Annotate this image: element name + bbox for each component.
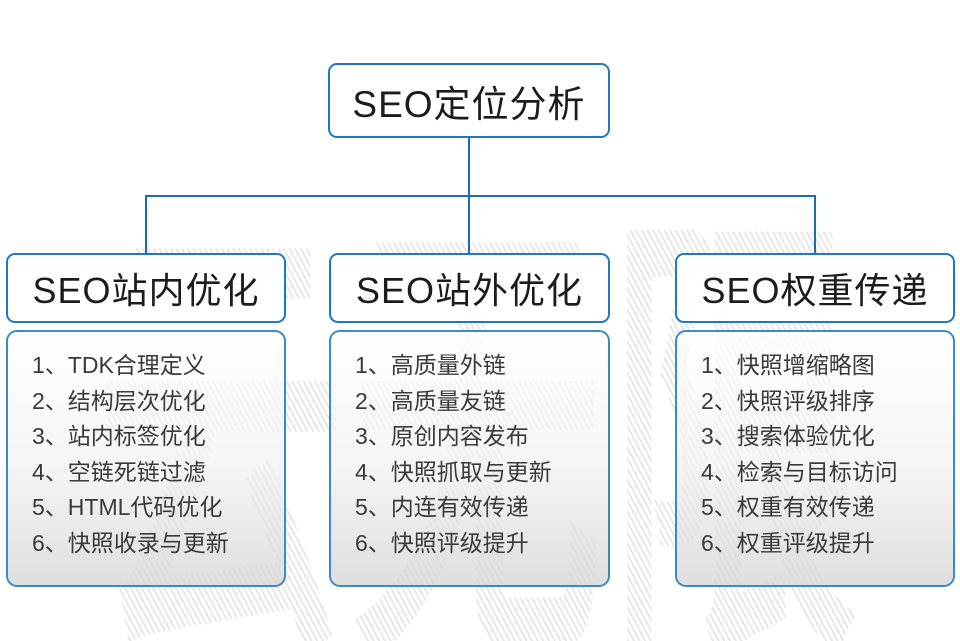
panel-onsite: 1、TDK合理定义 2、结构层次优化 3、站内标签优化 4、空链死链过滤 5、H… (6, 330, 286, 587)
connector-horizontal (145, 195, 816, 197)
list-item: 1、快照增缩略图 (701, 352, 875, 378)
column-title: SEO站外优化 (355, 270, 584, 311)
connector-drop-right (814, 195, 816, 253)
column-header-offsite: SEO站外优化 (329, 253, 610, 323)
item-list: 1、快照增缩略图 2、快照评级排序 3、搜索体验优化 4、检索与目标访问 5、权… (701, 348, 943, 561)
list-item: 2、结构层次优化 (32, 387, 206, 414)
list-item: 6、快照收录与更新 (32, 529, 229, 556)
column-title: SEO站内优化 (32, 270, 260, 311)
column-title: SEO权重传递 (701, 270, 929, 311)
list-item: 2、高质量友链 (355, 387, 506, 414)
list-item: 5、权重有效传递 (701, 494, 875, 520)
list-item: 3、原创内容发布 (355, 423, 529, 449)
connector-root-stem (468, 138, 470, 196)
list-item: 6、快照评级提升 (355, 529, 529, 556)
panel-offsite: 1、高质量外链 2、高质量友链 3、原创内容发布 4、快照抓取与更新 5、内连有… (329, 330, 610, 587)
panel-weight: 1、快照增缩略图 2、快照评级排序 3、搜索体验优化 4、检索与目标访问 5、权… (675, 330, 955, 587)
list-item: 1、高质量外链 (355, 352, 506, 378)
list-item: 5、内连有效传递 (355, 494, 529, 520)
list-item: 6、权重评级提升 (701, 529, 875, 556)
root-node: SEO定位分析 (328, 63, 610, 138)
list-item: 3、搜索体验优化 (701, 423, 875, 449)
connector-drop-center (468, 195, 470, 253)
column-header-weight: SEO权重传递 (675, 253, 955, 323)
list-item: 5、HTML代码优化 (32, 494, 223, 520)
item-list: 1、高质量外链 2、高质量友链 3、原创内容发布 4、快照抓取与更新 5、内连有… (355, 348, 598, 561)
list-item: 1、TDK合理定义 (32, 352, 206, 378)
list-item: 2、快照评级排序 (701, 387, 875, 414)
list-item: 4、检索与目标访问 (701, 458, 898, 485)
connector-drop-left (145, 195, 147, 253)
root-node-title: SEO定位分析 (352, 83, 586, 125)
column-header-onsite: SEO站内优化 (6, 253, 286, 323)
list-item: 4、空链死链过滤 (32, 458, 206, 485)
list-item: 4、快照抓取与更新 (355, 458, 552, 485)
list-item: 3、站内标签优化 (32, 423, 206, 449)
item-list: 1、TDK合理定义 2、结构层次优化 3、站内标签优化 4、空链死链过滤 5、H… (32, 348, 274, 561)
